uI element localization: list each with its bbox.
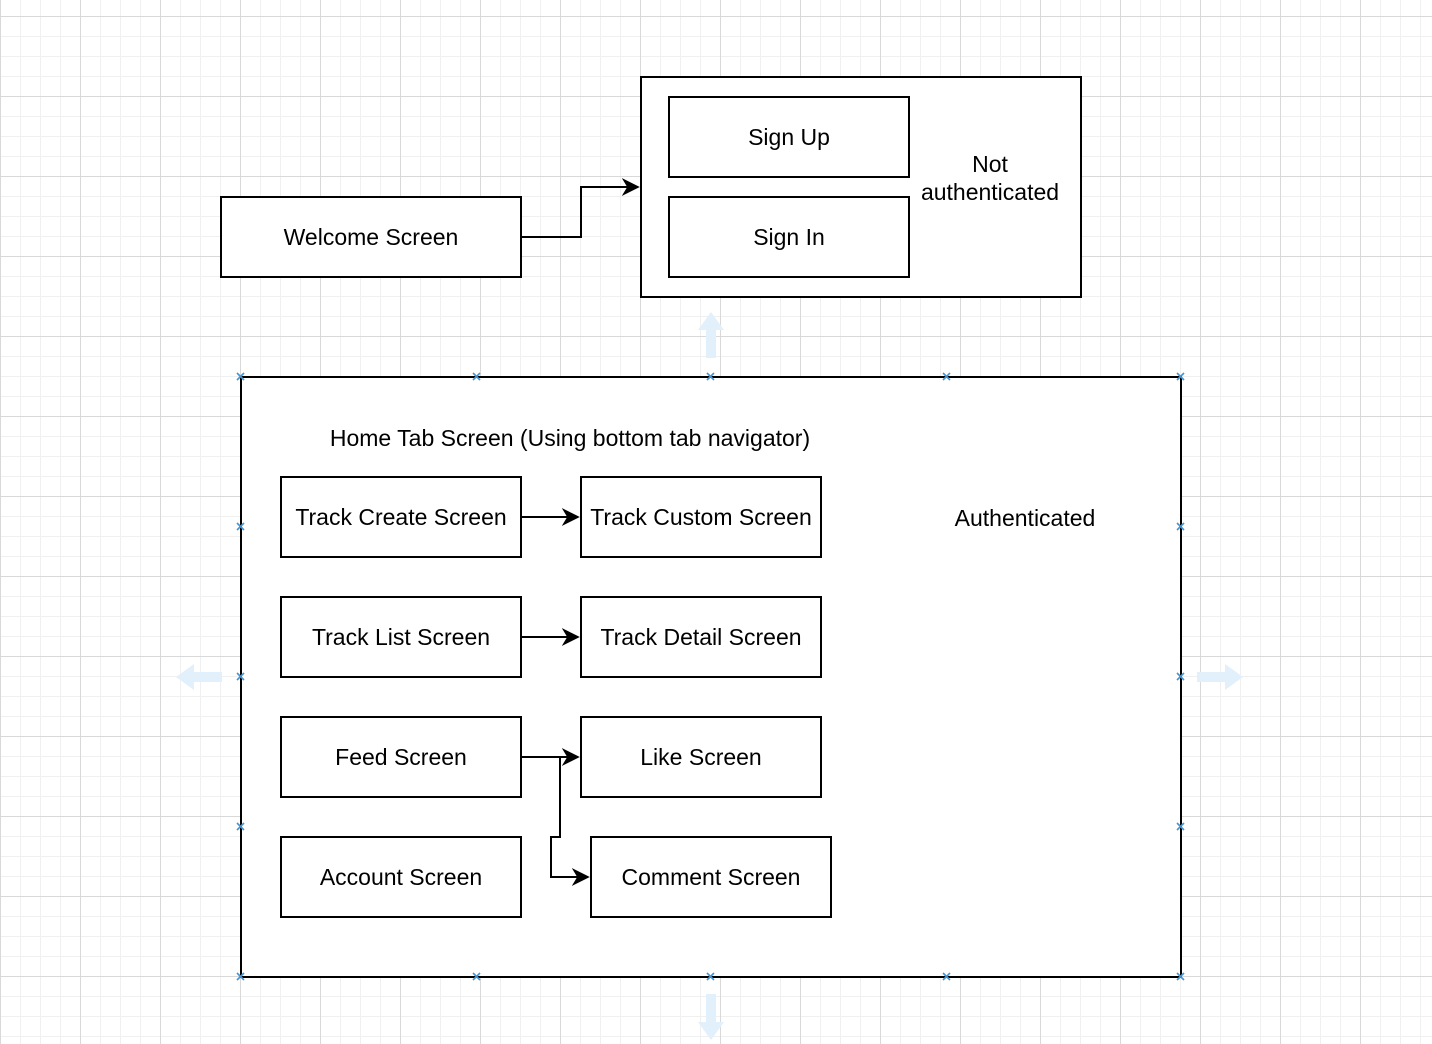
hint-arrow-left bbox=[176, 664, 222, 690]
sign-up-node[interactable]: Sign Up bbox=[668, 96, 910, 178]
edge-welcome-to-auth bbox=[522, 178, 640, 238]
track-custom-screen-node[interactable]: Track Custom Screen bbox=[580, 476, 822, 558]
feed-screen-node[interactable]: Feed Screen bbox=[280, 716, 522, 798]
authenticated-label: Authenticated bbox=[954, 505, 1096, 531]
hint-arrow-up bbox=[698, 312, 724, 358]
track-detail-screen-node[interactable]: Track Detail Screen bbox=[580, 596, 822, 678]
hint-arrow-down bbox=[698, 994, 724, 1040]
account-screen-node[interactable]: Account Screen bbox=[280, 836, 522, 918]
sign-in-node[interactable]: Sign In bbox=[668, 196, 910, 278]
welcome-screen-node[interactable]: Welcome Screen bbox=[220, 196, 522, 278]
track-create-screen-node[interactable]: Track Create Screen bbox=[280, 476, 522, 558]
like-screen-node[interactable]: Like Screen bbox=[580, 716, 822, 798]
hint-arrow-right bbox=[1197, 664, 1243, 690]
not-authenticated-label: Not authenticated bbox=[920, 151, 1060, 205]
home-tab-title: Home Tab Screen (Using bottom tab naviga… bbox=[329, 425, 811, 451]
comment-screen-node[interactable]: Comment Screen bbox=[590, 836, 832, 918]
track-list-screen-node[interactable]: Track List Screen bbox=[280, 596, 522, 678]
